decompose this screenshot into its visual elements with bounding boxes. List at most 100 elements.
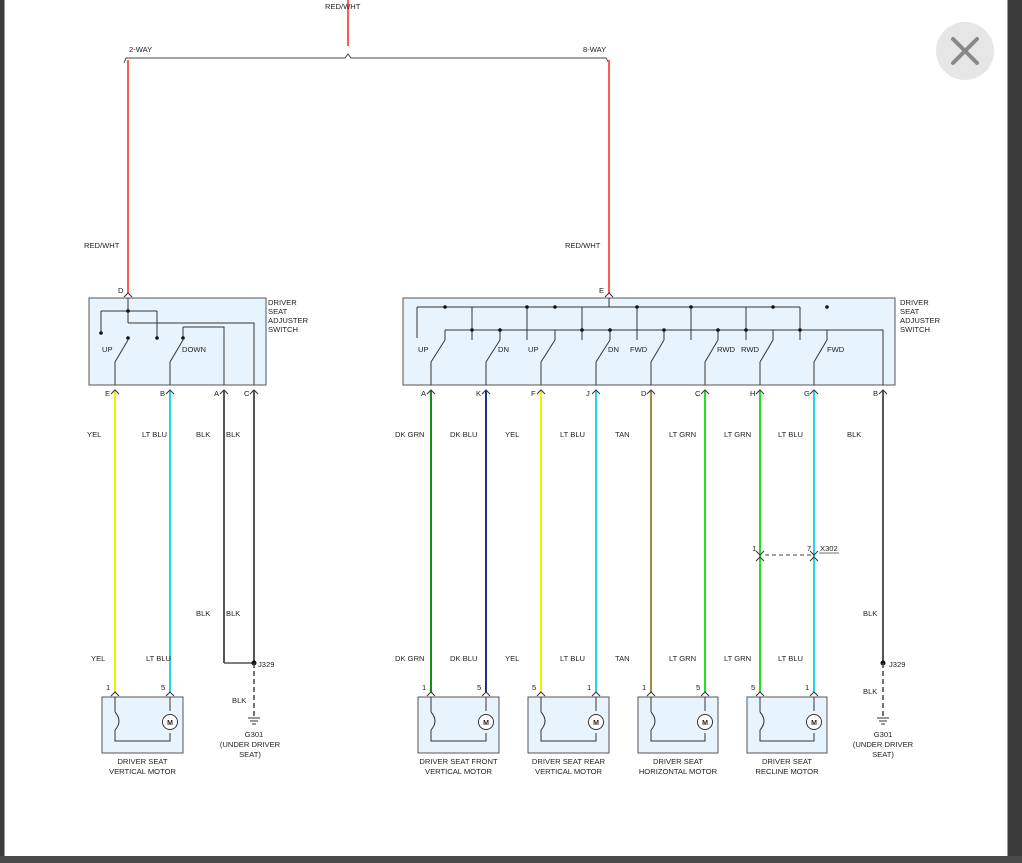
right-switch-node xyxy=(580,328,584,332)
right-switch-pin: G xyxy=(804,389,810,398)
x302-pin-mark xyxy=(755,550,765,562)
right-feed-pin: E xyxy=(599,286,604,295)
motor-icon xyxy=(478,714,494,730)
right-switch-node xyxy=(635,305,639,309)
motor-pin-label: 1 xyxy=(106,683,110,692)
left-switch-title-1: DRIVER xyxy=(268,298,297,307)
right-switch-contact xyxy=(430,339,446,363)
left-feed-connector xyxy=(123,292,133,298)
right-switch-node xyxy=(716,328,720,332)
right-switch-up2: UP xyxy=(528,345,539,354)
right-splice-label: J329 xyxy=(889,660,905,669)
right-adjuster-switch: DRIVER SEAT ADJUSTER SWITCH UP DN UP DN … xyxy=(402,297,941,386)
right-wire-lower-label: LT GRN xyxy=(669,654,696,663)
wires xyxy=(110,389,888,692)
right-switch-dn2: DN xyxy=(608,345,619,354)
motor-icon xyxy=(806,714,822,730)
left-switch-pin-connector xyxy=(165,389,175,395)
right-wire-upper-label: TAN xyxy=(615,430,630,439)
right-switch-pin-connector xyxy=(700,389,710,395)
motor-pin-connector xyxy=(426,691,436,697)
right-switch-contact xyxy=(540,339,556,363)
left-switch-pin-connector xyxy=(219,389,229,395)
motor-label-2: HORIZONTAL MOTOR xyxy=(639,767,718,776)
right-switch-taps xyxy=(444,307,828,340)
motor-pin-connector xyxy=(165,691,175,697)
right-switch-pin-connector xyxy=(481,389,491,395)
motor-pin-label: 5 xyxy=(696,683,700,692)
right-switch-pin: F xyxy=(531,389,536,398)
right-switch-pin: A xyxy=(421,389,427,398)
motor-label-1: DRIVER SEAT xyxy=(117,757,167,766)
motor-pin-connector xyxy=(481,691,491,697)
right-switch-contact xyxy=(759,339,774,363)
right-switch-bus-top xyxy=(416,298,800,338)
right-feed-label: RED/WHT xyxy=(565,241,601,250)
right-switch-title-1: DRIVER xyxy=(900,298,929,307)
right-ground-icon xyxy=(877,717,889,725)
right-wire-lower-label: LT BLU xyxy=(778,654,803,663)
right-wire-upper-label: DK GRN xyxy=(395,430,425,439)
motor-breaker-icon xyxy=(759,711,765,731)
right-switch-contact xyxy=(485,339,501,363)
top-feed: RED/WHT 2-WAY 8-WAY RED/WHT RED/WHT D E xyxy=(84,0,614,298)
motor-pin-label: 1 xyxy=(587,683,591,692)
connector-x302: 1 7 X302 xyxy=(752,544,839,556)
motor-pin-label: 5 xyxy=(477,683,481,692)
motor-label-1: DRIVER SEAT FRONT xyxy=(419,757,498,766)
left-switch-pin: E xyxy=(105,389,110,398)
right-switch-fwd2: FWD xyxy=(827,345,845,354)
branch-bracket xyxy=(123,53,610,64)
x302-pin-left: 1 xyxy=(752,544,756,553)
left-ground: J329 BLK G301 (UNDER DRIVER SEAT) xyxy=(220,660,281,759)
right-switch-contact xyxy=(595,339,611,363)
close-button[interactable] xyxy=(936,22,994,80)
right-switch-rwd1: RWD xyxy=(717,345,736,354)
motor-pin-label: 1 xyxy=(642,683,646,692)
motor-breaker-icon xyxy=(430,711,436,731)
left-switch-pin: A xyxy=(214,389,220,398)
left-switch-node xyxy=(155,336,159,340)
motor-internal-wire xyxy=(759,697,815,742)
right-wire-lower-label: DK GRN xyxy=(395,654,425,663)
motor-internal-wire xyxy=(650,697,706,742)
left-wire-lower-label: BLK xyxy=(226,609,240,618)
branch-8way-label: 8-WAY xyxy=(583,45,606,54)
right-switch-title-4: SWITCH xyxy=(900,325,930,334)
left-ground-label-2: (UNDER DRIVER xyxy=(220,740,281,749)
left-feed-label: RED/WHT xyxy=(84,241,120,250)
motor-pin-connector xyxy=(700,691,710,697)
left-wire-upper-label: LT BLU xyxy=(142,430,167,439)
left-switch-node xyxy=(126,309,130,313)
left-wire-upper-label: YEL xyxy=(87,430,101,439)
motor-pin-label: 5 xyxy=(751,683,755,692)
motor-pin-connector xyxy=(110,691,120,697)
right-wire-upper-label: LT GRN xyxy=(669,430,696,439)
right-wire-lower-label: DK BLU xyxy=(450,654,477,663)
left-switch-node xyxy=(126,336,130,340)
motor-pin-connector xyxy=(536,691,546,697)
right-switch-node xyxy=(608,328,612,332)
right-wire-lower-label: LT GRN xyxy=(724,654,751,663)
motor-breaker-icon xyxy=(650,711,656,731)
right-switch-contact xyxy=(704,339,719,363)
left-switch-internal-c xyxy=(168,322,255,385)
right-switch-pin-connector xyxy=(591,389,601,395)
left-switch-node xyxy=(181,336,185,340)
branch-2way-label: 2-WAY xyxy=(129,45,152,54)
right-wire-lower-label: TAN xyxy=(615,654,630,663)
motor-icon-letter: M xyxy=(811,720,817,727)
motor-pin-connector xyxy=(591,691,601,697)
left-switch-pin-connector xyxy=(110,389,120,395)
left-switch-title-2: SEAT xyxy=(268,307,288,316)
right-switch-node xyxy=(798,328,802,332)
motor-pin-label: 1 xyxy=(805,683,809,692)
motor-icon xyxy=(162,714,178,730)
motor-icon-letter: M xyxy=(702,720,708,727)
